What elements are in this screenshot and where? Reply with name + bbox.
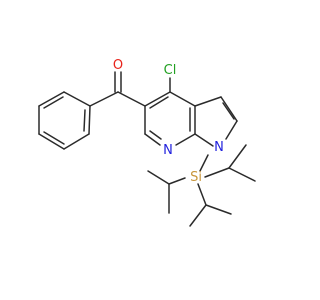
oxygen-atom-label: O — [113, 58, 123, 73]
carbonyl-group — [89, 71, 146, 107]
structure-canvas: O Cl N N Si — [38, 58, 256, 227]
molecule-structure: O Cl N N Si — [38, 58, 256, 227]
silicon-atom-label: Si — [190, 170, 202, 185]
triisopropylsilyl-group — [147, 144, 256, 227]
n-si-bond — [199, 154, 209, 172]
pyridine-ring — [144, 91, 196, 146]
pyrrole-nitrogen-label: N — [214, 140, 224, 155]
pyridine-nitrogen-label: N — [163, 143, 173, 158]
phenyl-ring — [38, 91, 91, 150]
chlorine-atom-label: Cl — [164, 63, 177, 78]
pyrrole-ring — [194, 96, 238, 147]
